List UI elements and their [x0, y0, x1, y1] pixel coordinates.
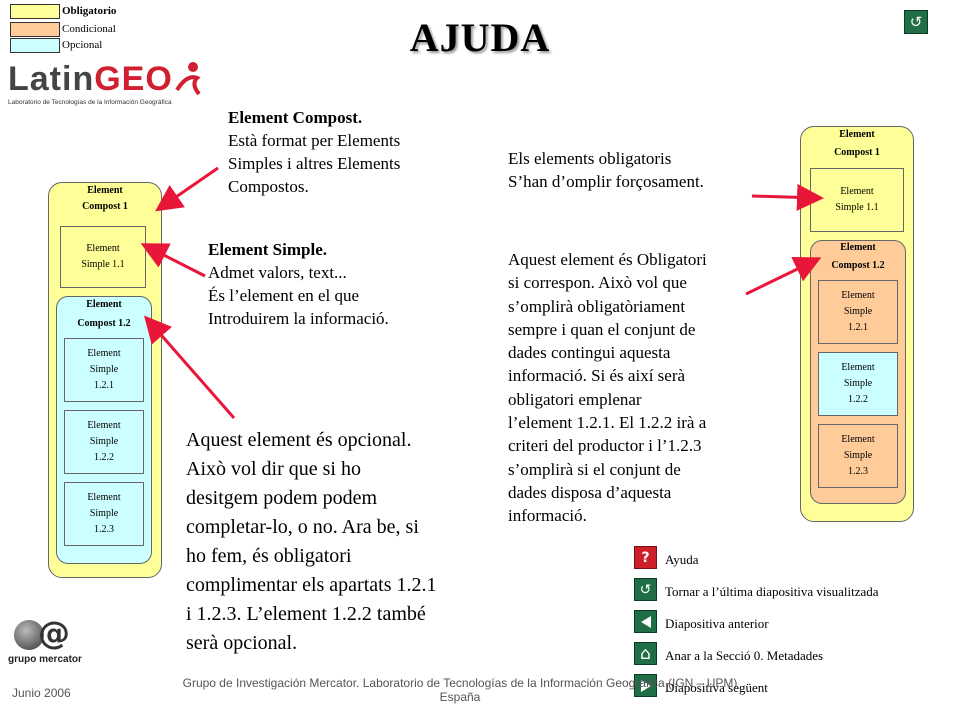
left-composite-1-label: Element Compost 1 [82, 185, 128, 212]
legend-label-conditional: Condicional [62, 23, 116, 35]
nav-label-help[interactable]: Ayuda [665, 552, 699, 567]
logo-figure-icon [175, 62, 201, 96]
optional-description: Aquest element és opcional. Això vol dir… [186, 429, 437, 654]
nav-label-prev[interactable]: Diapositiva anterior [665, 616, 769, 631]
return-icon[interactable]: ↺ [634, 578, 657, 601]
legend-swatch-conditional [10, 22, 60, 37]
return-icon[interactable]: ↺ [904, 10, 928, 34]
legend-label-required: Obligatorio [62, 5, 117, 17]
prev-icon[interactable] [634, 610, 657, 633]
mercator-name: grupo mercator [8, 654, 82, 665]
conditional-description: Aquest element és Obligatori si correspo… [508, 250, 707, 526]
left-composite-1-2-label: Element Compost 1.2 [77, 299, 131, 329]
compost-description: Element Compost. Està format per Element… [228, 108, 401, 196]
page-title: AJUDA [409, 15, 551, 60]
simple-description: Element Simple. Admet valors, text... És… [208, 240, 389, 328]
logo-text-geo: GEO [94, 60, 173, 98]
next-icon[interactable] [634, 674, 657, 697]
latingeo-logo: LatinGEO Laboratorio de Tecnologías de l… [8, 60, 208, 115]
required-description: Els elements obligatoris S’han d’omplir … [508, 149, 704, 191]
nav-label-home[interactable]: Anar a la Secció 0. Metadades [665, 648, 824, 663]
arrow-compost [155, 166, 219, 212]
footer-date: Junio 2006 [12, 686, 71, 700]
mercator-globe-icon [14, 620, 44, 650]
home-icon[interactable]: ⌂ [634, 642, 657, 665]
logo-subtitle: Laboratorio de Tecnologías de la Informa… [8, 99, 172, 106]
right-composite-1-label: Element Compost 1 [834, 129, 880, 158]
help-icon[interactable]: ? [634, 546, 657, 569]
logo-text-latin: Latin [8, 60, 95, 98]
legend-label-optional: Opcional [62, 39, 103, 51]
legend-swatch-optional [10, 38, 60, 53]
prev-triangle-icon [640, 615, 651, 628]
right-composite-1-2-label: Element Compost 1.2 [831, 242, 885, 271]
mercator-logo: @ grupo mercator [6, 614, 86, 680]
mercator-at-symbol: @ [38, 614, 70, 652]
nav-label-return[interactable]: Tornar a l’última diapositiva visualitza… [665, 584, 879, 599]
footer-credit: Grupo de Investigación Mercator. Laborat… [182, 676, 738, 704]
nav-label-next[interactable]: Diapositiva següent [665, 680, 768, 695]
legend-swatch-required [10, 4, 60, 19]
next-triangle-icon [640, 679, 651, 692]
